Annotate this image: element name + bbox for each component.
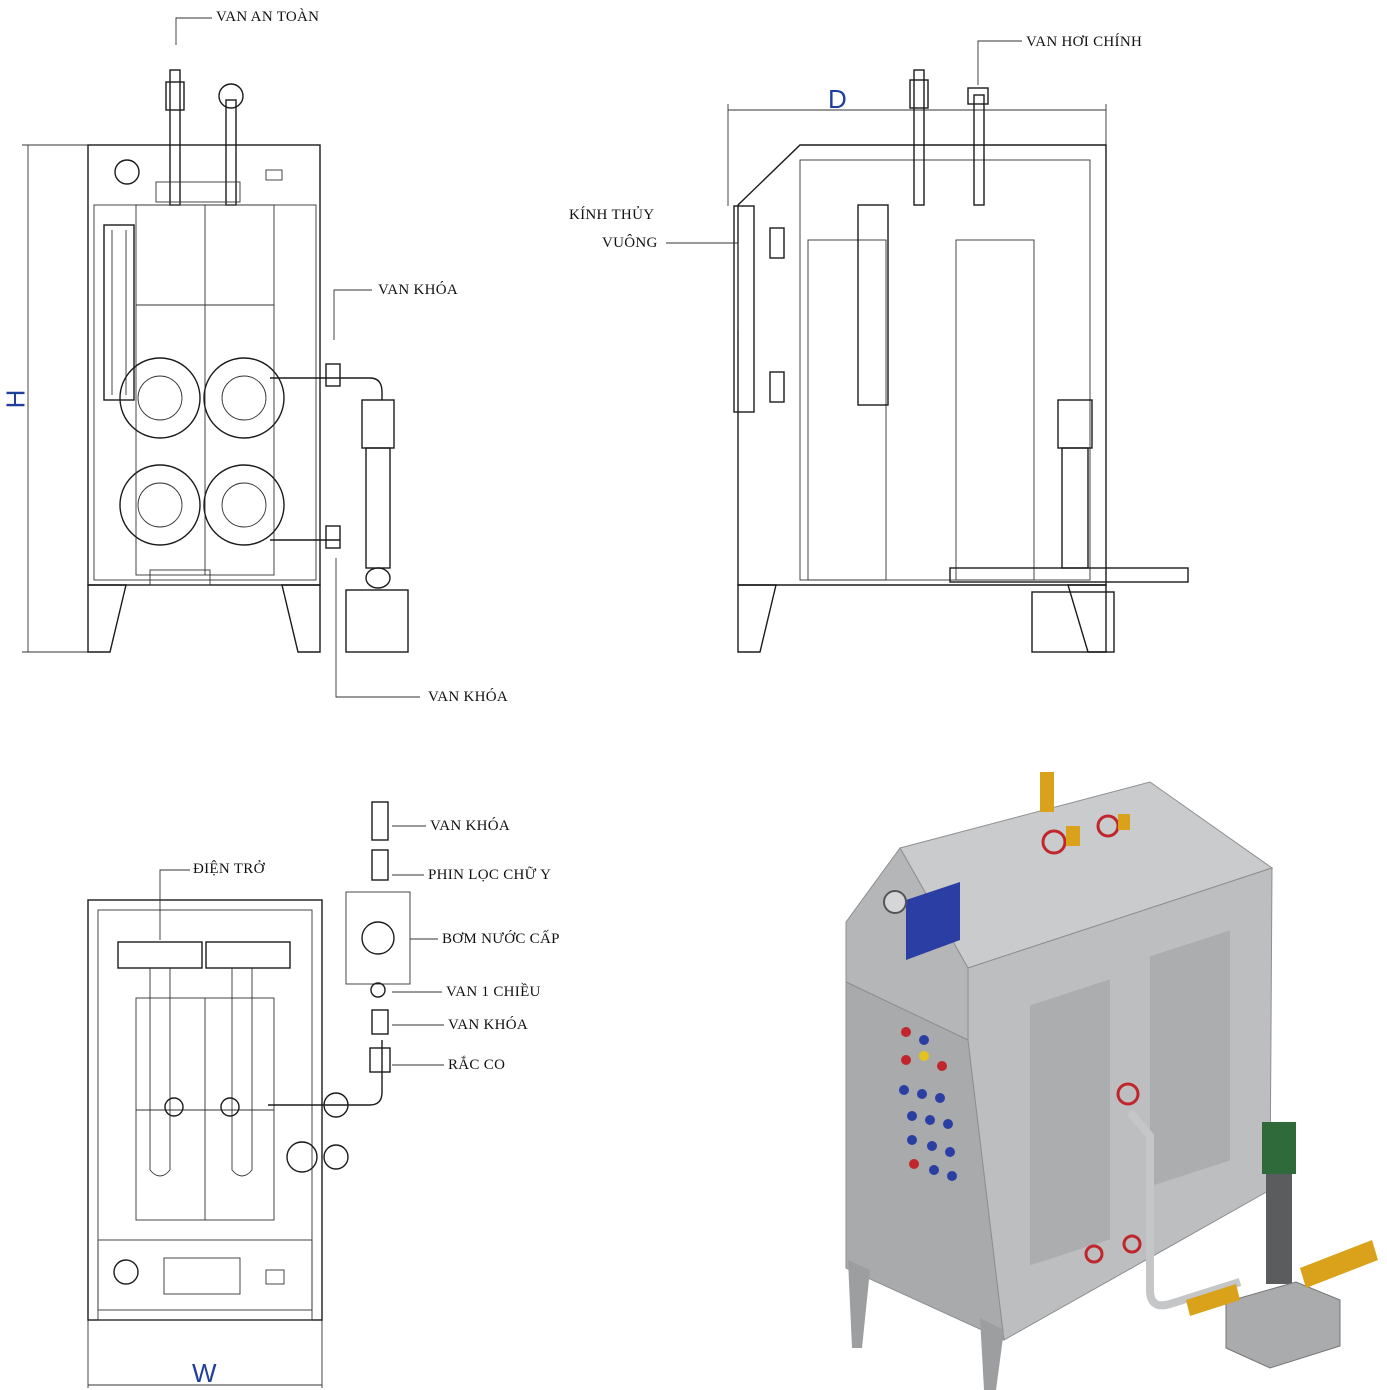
label-dien-tro: ĐIỆN TRỞ xyxy=(193,861,265,877)
label-van-khoa-top-2: VAN KHÓA xyxy=(448,1017,529,1033)
label-van-khoa-front-bottom: VAN KHÓA xyxy=(428,689,509,705)
control-panel-buttons xyxy=(899,1027,957,1181)
label-rac-co: RẮC CO xyxy=(448,1057,506,1073)
dimension-height: H xyxy=(0,389,31,409)
dimension-width: W xyxy=(192,1358,217,1388)
label-bom-nuoc-cap: BƠM NƯỚC CẤP xyxy=(442,931,560,947)
label-van-khoa-top-1: VAN KHÓA xyxy=(430,818,511,834)
label-van-1-chieu: VAN 1 CHIỀU xyxy=(446,984,541,1000)
label-kinh-thuy-line1: KÍNH THỦY xyxy=(569,207,655,223)
dimension-depth: D xyxy=(828,84,847,114)
side-view xyxy=(666,40,1189,653)
label-van-hoi-chinh: VAN HƠI CHÍNH xyxy=(1026,34,1143,50)
label-van-khoa-front-top: VAN KHÓA xyxy=(378,282,459,298)
front-view xyxy=(22,17,420,698)
label-kinh-thuy-line2: VUÔNG xyxy=(602,235,658,251)
label-phin-loc: PHIN LỌC CHỮ Y xyxy=(428,867,552,883)
top-view xyxy=(87,801,444,1388)
louvers xyxy=(807,239,1035,581)
label-van-an-toan: VAN AN TOÀN xyxy=(216,9,320,25)
boiler-3d-render xyxy=(845,772,1378,1390)
